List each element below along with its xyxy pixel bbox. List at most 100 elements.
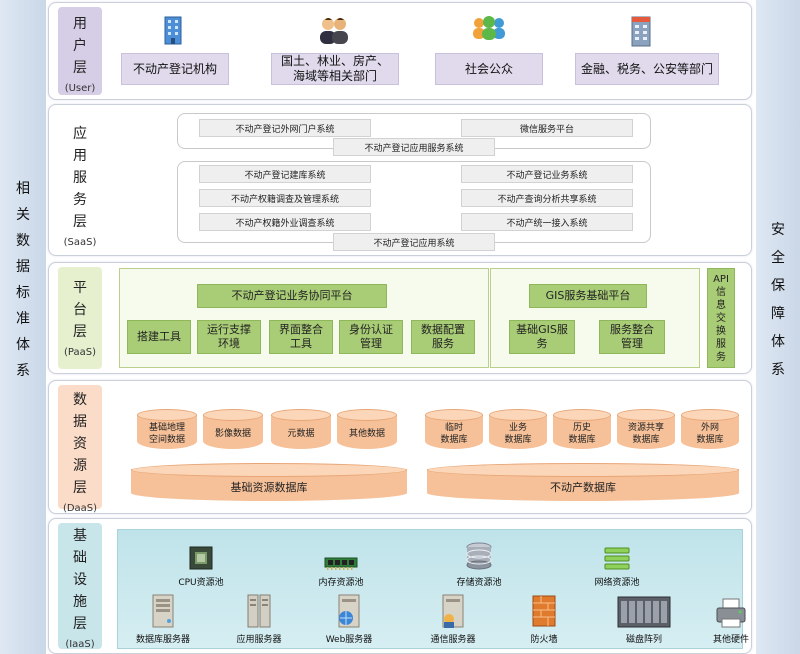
api-char: 务 [716,351,726,363]
hardware-device: 防火墙 [519,591,569,645]
security-char: 保 [771,278,785,294]
data-standard-char: 关 [16,207,30,223]
saas-layer-en: (SaaS) [63,237,97,248]
cylinder-label: 历史数据库 [568,423,596,445]
hardware-device-label: 数据库服务器 [135,635,190,645]
layer-title-char: 务 [73,192,87,208]
resource-pool-label: 内存资源池 [318,578,364,588]
iaas-layer-title: 基础设施层 (IaaS) [58,523,102,650]
data-cylinder: 其他数据 [337,409,397,449]
data-standard-label: 相关数据标准体系 [0,176,46,384]
data-standard-char: 体 [16,337,30,353]
collab-tool: 身份认证管理 [339,320,403,354]
layer-title-char: 据 [73,414,87,430]
security-char: 安 [771,222,785,238]
cylinder-label: 不动产数据库 [550,481,616,494]
hardware-device-label: 磁盘阵列 [625,635,662,645]
daas-layer-en: (DaaS) [62,503,98,514]
iaas-layer: 基础设施层 (IaaS) CPU资源池 内存资源池 存储资源池 网络资源池数据库服务器… [48,518,752,654]
saas-top-item: 微信服务平台 [461,119,633,137]
firewall-icon [519,591,569,629]
layer-title-char: 层 [73,214,87,230]
cylinder-label: 基础地理空间数据 [148,423,185,445]
cylinder-label: 业务数据库 [504,423,532,445]
layer-title-char: 应 [73,126,87,142]
security-char: 系 [771,362,785,378]
real-estate-db: 不动产数据库 [427,463,739,501]
cylinder-label: 基础资源数据库 [230,481,308,494]
user-role-box: 不动产登记机构 [121,53,229,85]
hardware-device: 数据库服务器 [129,591,197,645]
gis-tool: 服务整合管理 [599,320,665,354]
collab-platform-title: 不动产登记业务协同平台 [197,284,387,308]
resource-pool-label: 存储资源池 [456,578,502,588]
resource-pool: 网络资源池 [575,537,659,588]
saas-system-item: 不动产权籍调查及管理系统 [199,189,371,207]
gis-tool: 基础GIS服务 [509,320,575,354]
api-char: 信 [716,286,726,298]
resource-pool-label: CPU资源池 [178,578,224,588]
data-cylinder: 历史数据库 [553,409,611,449]
layer-title-char: 基 [73,528,87,544]
disk-array-icon [609,591,679,629]
daas-layer: 数据资源层 (DaaS) 基础地理空间数据影像数据元数据 其他数据基础资源数据库 临… [48,380,752,514]
layer-title-char: 用 [73,16,87,32]
hardware-device-label: 通信服务器 [430,635,476,645]
saas-top-footer: 不动产登记应用服务系统 [333,138,495,156]
user-role-box: 社会公众 [435,53,543,85]
collab-tool: 界面整合工具 [269,320,333,354]
tower-icon [629,15,653,51]
iaas-panel [117,529,743,649]
api-char: 换 [716,325,726,337]
saas-system-item: 不动产权籍外业调查系统 [199,213,371,231]
data-cylinder: 外网数据库 [681,409,739,449]
cylinder-label: 外网数据库 [696,423,724,445]
hardware-device: 其他硬件 [709,591,753,645]
layer-title-char: 数 [73,392,87,408]
paas-layer-en: (PaaS) [64,347,96,358]
api-char: 交 [716,312,726,324]
api-char: API [713,273,729,285]
data-standard-char: 系 [16,363,30,379]
saas-top-item: 不动产登记外网门户系统 [199,119,371,137]
hardware-device-label: Web服务器 [325,635,373,645]
security-char: 全 [771,250,785,266]
network-icon [575,537,659,571]
data-standard-char: 准 [16,311,30,327]
layer-title-char: 层 [73,324,87,340]
cylinder-label: 临时数据库 [440,423,468,445]
data-standard-char: 相 [16,181,30,197]
hardware-device: 通信服务器 [421,591,485,645]
data-cylinder: 资源共享数据库 [617,409,675,449]
printer-icon [709,591,753,629]
building-icon [157,15,189,49]
layer-title-char: 层 [73,60,87,76]
user-layer: 用户层 (User) 不动产登记机构国土、林业、房产、海域等相关部门社会公众金融… [48,2,752,100]
user-layer-en: (User) [64,83,96,94]
layer-title-char: 设 [73,572,87,588]
security-sidebar: 安全保障体系 [756,0,800,654]
cylinder-label: 其他数据 [348,429,385,439]
data-cylinder: 影像数据 [203,409,263,449]
user-role-box: 金融、税务、公安等部门 [575,53,719,85]
daas-layer-title: 数据资源层 (DaaS) [58,385,102,514]
security-label: 安全保障体系 [756,216,800,384]
user-role-box: 国土、林业、房产、海域等相关部门 [271,53,399,85]
security-char: 障 [771,306,785,322]
collab-tool: 搭建工具 [127,320,191,354]
layer-title-char: 资 [73,436,87,452]
resource-pool-label: 网络资源池 [594,578,640,588]
app-server-icon [229,591,289,629]
saas-system-item: 不动产登记建库系统 [199,165,371,183]
cylinder-label: 元数据 [287,429,315,439]
layer-title-char: 服 [73,170,87,186]
data-cylinder: 元数据 [271,409,331,449]
cylinder-label: 资源共享数据库 [627,423,664,445]
data-standard-sidebar: 相关数据标准体系 [0,0,46,654]
hardware-device-label: 其他硬件 [712,635,749,645]
cpu-icon [159,537,243,571]
db-server-icon [129,591,197,629]
resource-pool: 存储资源池 [437,537,521,588]
resource-pool: CPU资源池 [159,537,243,588]
data-standard-char: 标 [16,285,30,301]
